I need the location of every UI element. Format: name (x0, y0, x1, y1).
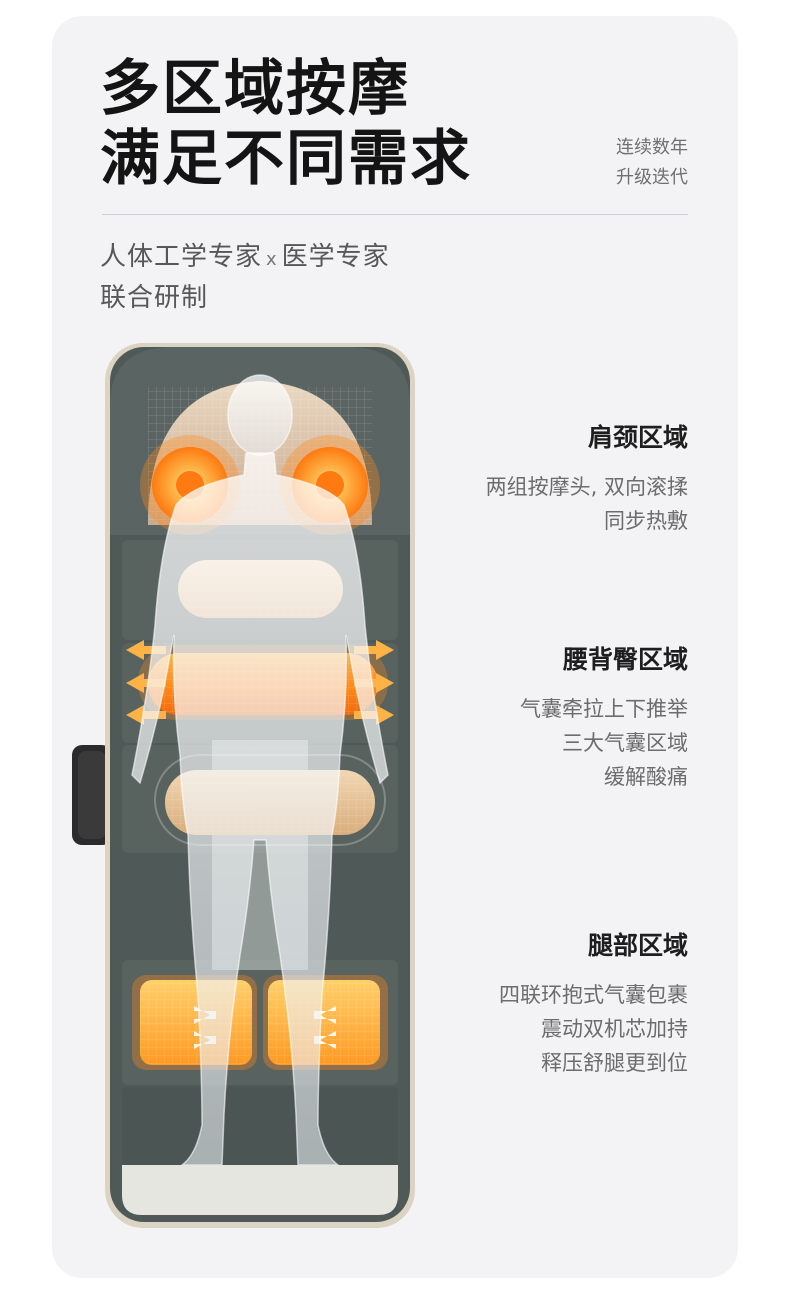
zone-title: 肩颈区域 (587, 423, 688, 452)
side-note: 连续数年 升级迭代 (568, 133, 688, 193)
massage-mat-illustration (72, 343, 415, 1228)
headline-line-1: 多区域按摩 (100, 54, 410, 124)
zone-title: 腿部区域 (587, 931, 688, 960)
zone-desc-line: 三大气囊区域 (562, 731, 688, 755)
subheading-line-2: 联合研制 (100, 283, 209, 313)
zone-legs: 腿部区域 四联环抱式气囊包裹 震动双机芯加持 释压舒腿更到位 (388, 928, 688, 1080)
times-symbol: x (266, 249, 278, 270)
zone-desc-line: 四联环抱式气囊包裹 (499, 983, 688, 1007)
headline-line-2: 满足不同需求 (100, 124, 472, 194)
zone-desc-line: 两组按摩头, 双向滚揉 (485, 475, 688, 499)
zone-desc-line: 气囊牵拉上下推举 (520, 697, 688, 721)
zone-desc-line: 同步热敷 (604, 509, 688, 533)
body-silhouette (131, 374, 389, 1166)
zone-title: 腰背臀区域 (562, 645, 688, 674)
zone-desc-line: 震动双机芯加持 (541, 1017, 688, 1041)
zone-shoulder-neck: 肩颈区域 两组按摩头, 双向滚揉 同步热敷 (388, 420, 688, 538)
zone-desc-line: 释压舒腿更到位 (541, 1051, 688, 1075)
side-note-line-1: 连续数年 (616, 137, 688, 158)
subheading-part-2: 医学专家 (281, 242, 390, 272)
zone-desc-line: 缓解酸痛 (604, 765, 688, 789)
divider (102, 214, 688, 215)
subheading-part-1: 人体工学专家 (100, 242, 263, 272)
zone-waist-back-hip: 腰背臀区域 气囊牵拉上下推举 三大气囊区域 缓解酸痛 (388, 642, 688, 794)
side-note-line-2: 升级迭代 (616, 167, 688, 188)
controller-icon (72, 745, 112, 845)
